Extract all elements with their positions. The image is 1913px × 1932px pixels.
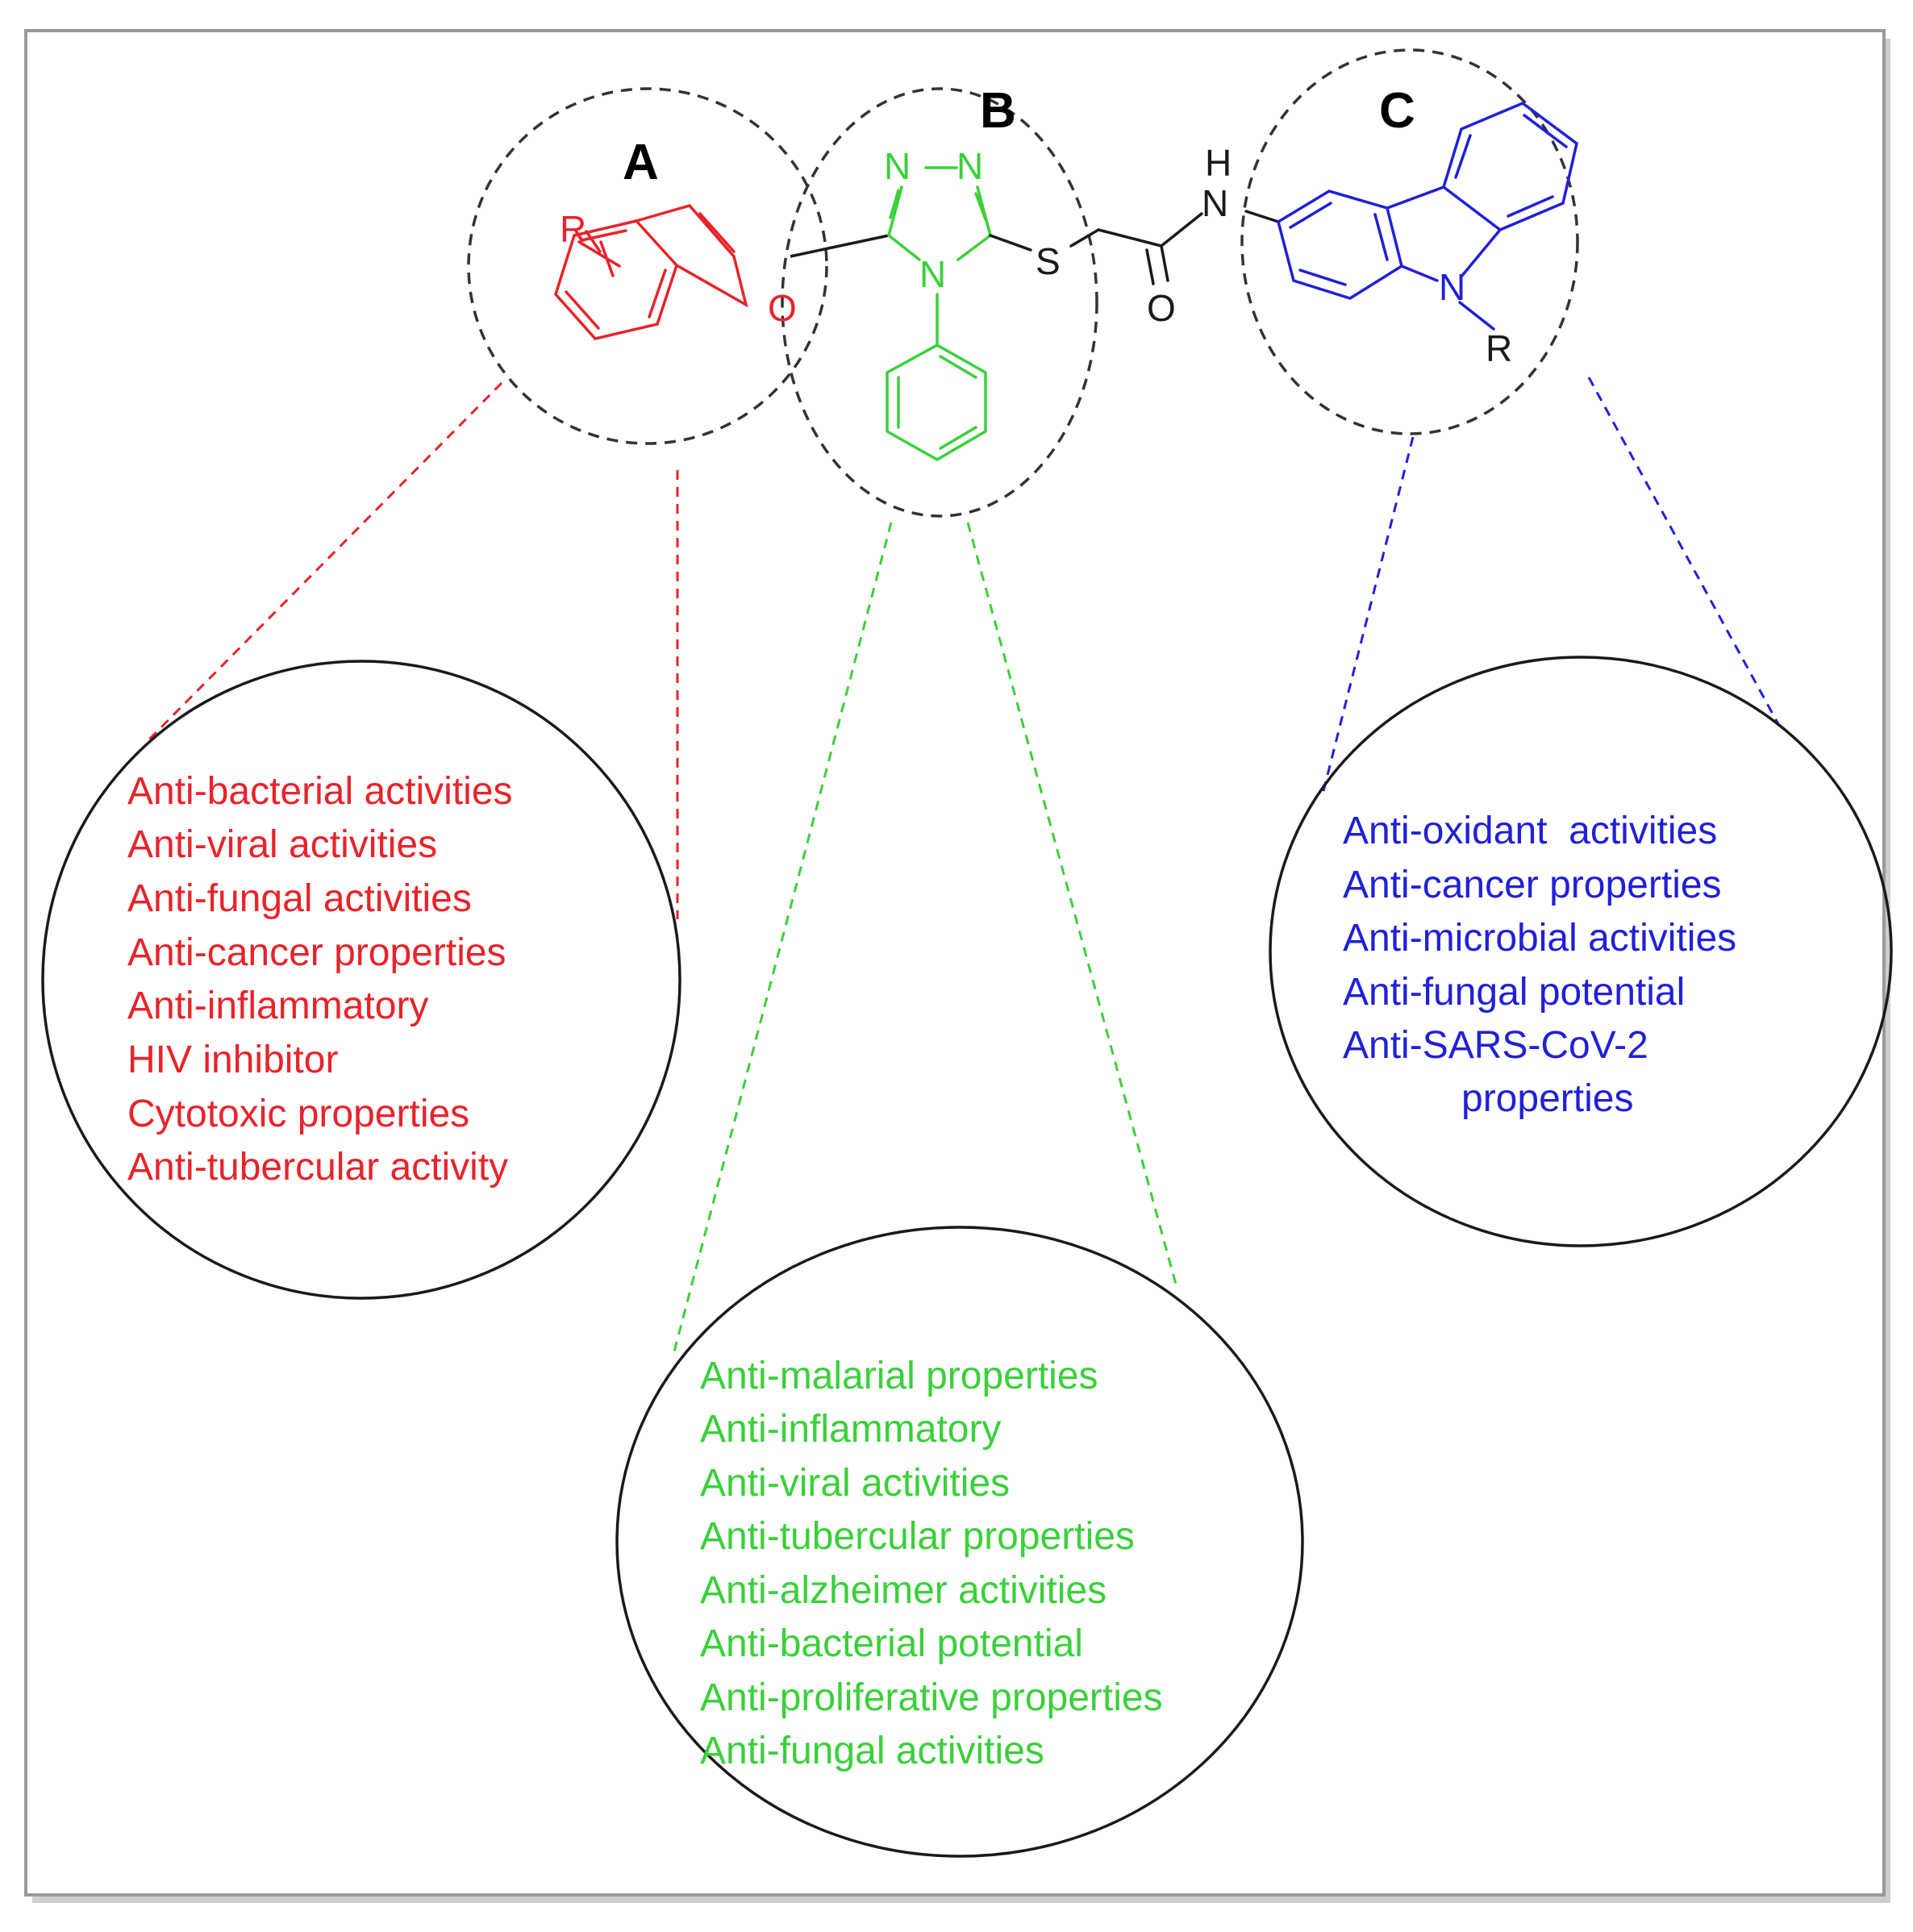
atom-nh-h: H: [1205, 142, 1232, 184]
atom-n1: N: [884, 145, 911, 187]
activity-list-a: Anti-bacterial activities Anti-viral act…: [127, 770, 513, 1189]
activity-b-item: Anti-viral activities: [700, 1462, 1010, 1505]
activity-a-item: Anti-viral activities: [127, 823, 437, 866]
activity-b-item: Anti-inflammatory: [700, 1408, 1001, 1451]
activity-b-item: Anti-bacterial potential: [700, 1622, 1083, 1665]
connectors-a: [145, 381, 679, 919]
atom-o-carbonyl: O: [1147, 287, 1176, 329]
connectors-c: [1321, 377, 1780, 795]
region-a-label: A: [623, 135, 659, 190]
region-c-dashed-circle: [1240, 48, 1579, 435]
activity-list-b: Anti-malarial properties Anti-inflammato…: [700, 1355, 1163, 1772]
carbazole-fragment: [1277, 101, 1578, 331]
frame: [24, 29, 1886, 1897]
region-b-label: B: [980, 83, 1016, 139]
atom-n2: N: [956, 145, 983, 187]
activity-c-item: Anti-oxidant activities: [1343, 810, 1717, 852]
region-c-label: C: [1379, 83, 1415, 139]
activity-b-item: Anti-malarial properties: [700, 1355, 1098, 1397]
bond-a-b: [790, 234, 890, 258]
activity-c-item: Anti-microbial activities: [1343, 917, 1736, 960]
atom-n4: N: [919, 253, 946, 295]
activity-c-item: properties: [1461, 1077, 1633, 1120]
activity-b-item: Anti-alzheimer activities: [700, 1569, 1107, 1612]
atom-n-carbazole: N: [1439, 266, 1465, 308]
triazole-fragment: [886, 166, 992, 462]
atom-r-carbazole: R: [1486, 327, 1512, 369]
activity-c-item: Anti-SARS-CoV-2: [1343, 1024, 1648, 1067]
region-b-dashed-circle: [781, 87, 1098, 518]
linker-bonds: [989, 210, 1280, 285]
activity-list-c: Anti-oxidant activities Anti-cancer prop…: [1343, 810, 1736, 1120]
activity-c-item: Anti-cancer properties: [1343, 864, 1722, 906]
activity-b-item: Anti-fungal activities: [700, 1730, 1044, 1772]
activity-a-item: Anti-fungal activities: [127, 877, 472, 920]
activity-c-item: Anti-fungal potential: [1343, 971, 1685, 1014]
activity-a-item: Anti-bacterial activities: [127, 770, 513, 813]
activity-circle-a: [41, 660, 681, 1300]
atom-r-benzofuran: R: [560, 208, 586, 250]
atom-nh-n: N: [1202, 182, 1228, 224]
activity-a-item: HIV inhibitor: [127, 1039, 338, 1081]
region-a-dashed-circle: [467, 87, 828, 445]
activity-b-item: Anti-tubercular properties: [700, 1515, 1135, 1558]
activity-a-item: Anti-inflammatory: [127, 985, 428, 1027]
activity-a-item: Anti-cancer properties: [127, 931, 506, 974]
atom-s: S: [1036, 240, 1061, 282]
benzofuran-fragment: [554, 204, 748, 340]
atom-o-furan: O: [768, 287, 797, 329]
activity-a-item: Cytotoxic properties: [127, 1093, 469, 1135]
connectors-b: [672, 522, 1179, 1355]
activity-circle-c: [1269, 656, 1893, 1247]
activity-b-item: Anti-proliferative properties: [700, 1676, 1163, 1719]
activity-a-item: Anti-tubercular activity: [127, 1146, 508, 1189]
activity-circle-b: [615, 1226, 1304, 1858]
